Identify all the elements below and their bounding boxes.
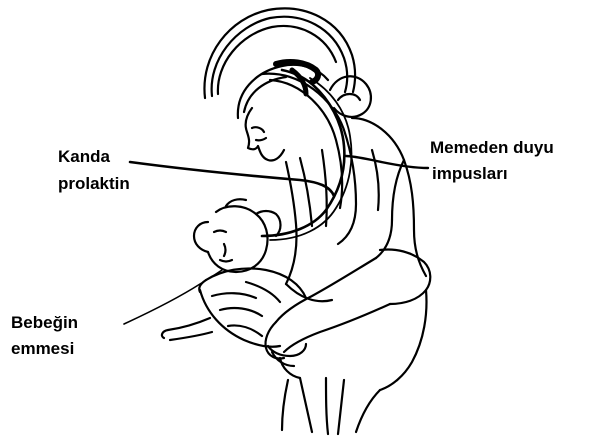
label-blood-prolactin-line2: prolaktin bbox=[58, 174, 130, 193]
mother-arm bbox=[276, 258, 390, 352]
label-baby-suckling: Bebeğin emmesi bbox=[11, 313, 78, 358]
sensory-label-leader bbox=[346, 156, 428, 168]
label-baby-suckling-line2: emmesi bbox=[11, 339, 74, 358]
baby-leg bbox=[162, 318, 212, 340]
sensory-pathway-line bbox=[262, 70, 344, 236]
hair-bun bbox=[330, 76, 371, 117]
baby-blanket bbox=[199, 268, 306, 346]
mother-face bbox=[246, 108, 284, 161]
mother-and-baby-illustration bbox=[162, 8, 430, 434]
pathway-lines bbox=[124, 70, 428, 324]
shawl bbox=[262, 74, 356, 302]
baby-head bbox=[194, 199, 268, 272]
breast bbox=[256, 211, 281, 236]
label-sensory-impulses-line2: impusları bbox=[432, 164, 508, 183]
label-blood-prolactin-line1: Kanda bbox=[58, 147, 111, 166]
label-sensory-impulses-line1: Memeden duyu bbox=[430, 138, 554, 157]
label-baby-suckling-line1: Bebeğin bbox=[11, 313, 78, 332]
label-sensory-impulses: Memeden duyu impusları bbox=[430, 138, 554, 183]
label-blood-prolactin: Kanda prolaktin bbox=[58, 147, 130, 193]
skirt bbox=[282, 378, 380, 434]
